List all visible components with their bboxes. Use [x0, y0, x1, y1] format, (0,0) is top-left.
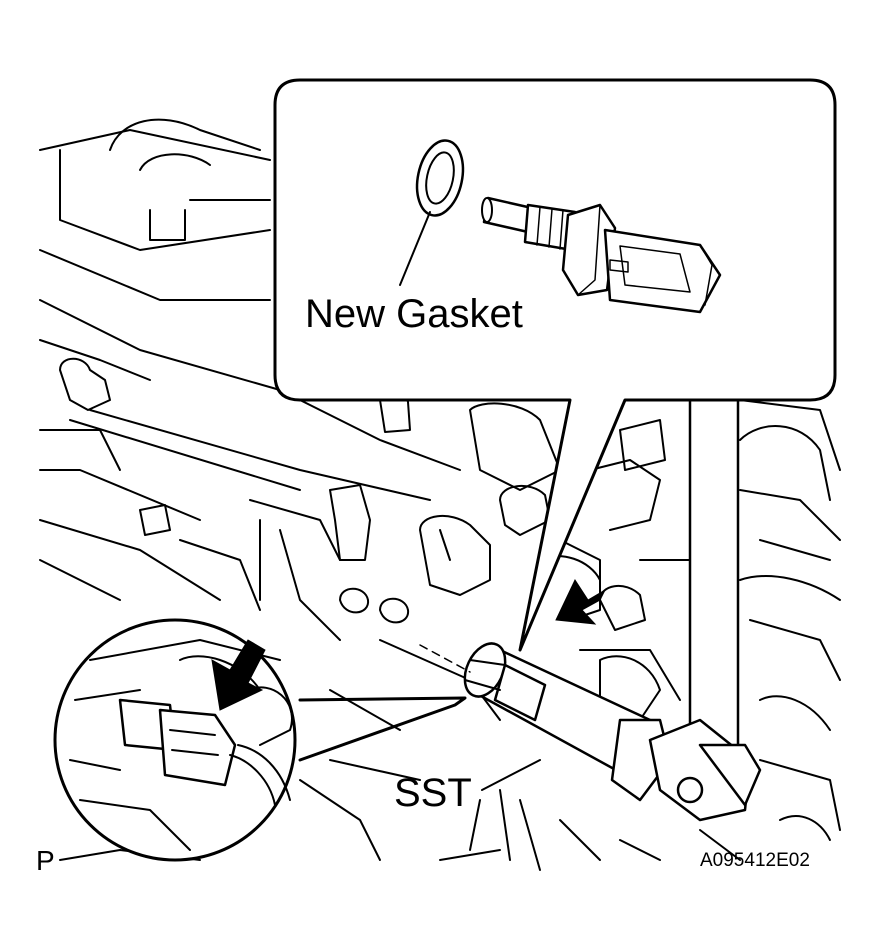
figure-id-label: A095412E02 [700, 850, 810, 871]
engine-bay-drawing [39, 118, 841, 871]
detail-connector-drawing [69, 639, 293, 851]
new-gasket-label: New Gasket [305, 292, 523, 336]
sensor-icon [481, 196, 722, 314]
socket-wrench-icon [419, 393, 762, 822]
arrow-icon [555, 578, 607, 625]
detail-magnifier [53, 618, 467, 862]
detail-arrow-icon [211, 639, 266, 711]
sst-leader-line [481, 759, 541, 791]
sst-label: SST [394, 771, 472, 815]
callout-box: New Gasket [273, 78, 837, 652]
gasket-icon [399, 139, 465, 286]
view-marker-label: P [36, 845, 55, 876]
